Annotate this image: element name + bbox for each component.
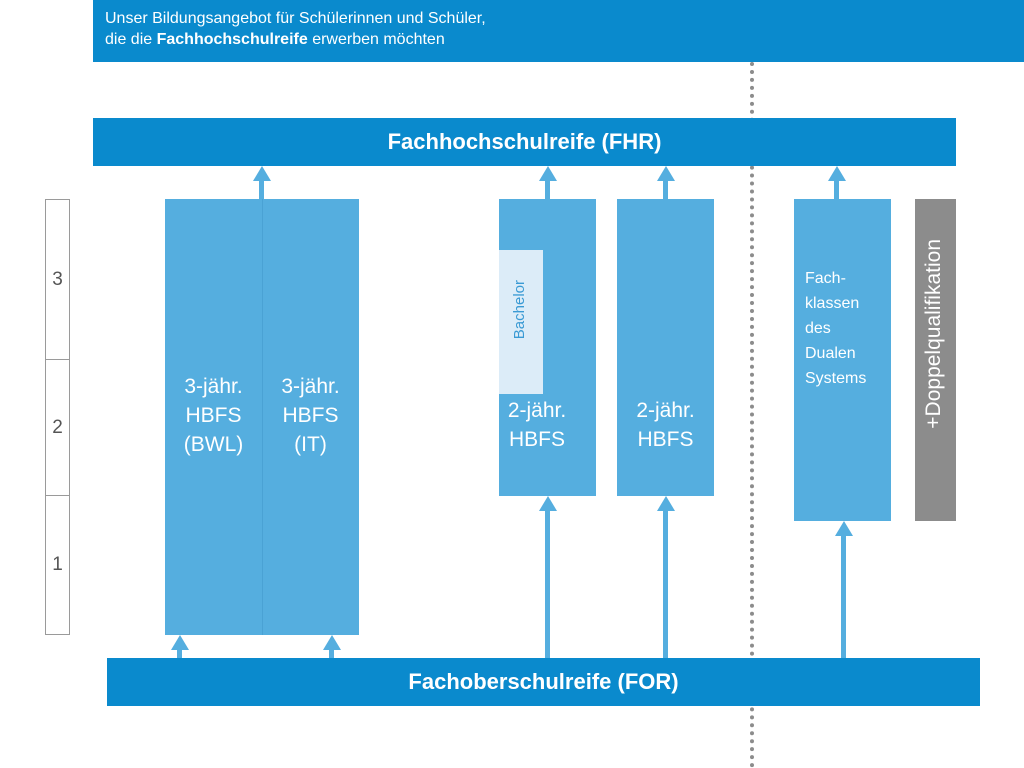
header-line-2-suffix: erwerben möchten <box>307 31 445 48</box>
for-bar-label: Fachoberschulreife (FOR) <box>408 669 679 694</box>
scale-year-1: 1 <box>45 495 70 635</box>
hbfs-it-line2: HBFS <box>282 404 339 427</box>
scale-year-2-label: 2 <box>52 416 63 438</box>
fachklassen-line2: klassen <box>805 295 860 312</box>
bachelor-tag: Bachelor <box>499 250 543 394</box>
header-line-2: die die Fachhochschulreife erwerben möch… <box>105 29 1024 50</box>
box-separator <box>262 199 263 635</box>
scale-year-3-label: 3 <box>52 268 63 290</box>
arrow-bachelor-to-fhr <box>539 166 557 199</box>
fachklassen-line5: Systems <box>805 370 867 387</box>
fachklassen-line4: Dualen <box>805 345 856 362</box>
arrow-for-to-hbfs2 <box>657 496 675 658</box>
scale-year-1-label: 1 <box>52 554 63 575</box>
fachklassen-text: Fach- klassen des Dualen Systems <box>805 266 866 391</box>
for-bar: Fachoberschulreife (FOR) <box>107 658 980 706</box>
hbfs-it-line1: 3-jähr. <box>281 375 340 398</box>
hbfs-2-line2: HBFS <box>637 428 694 451</box>
fhr-bar-label: Fachhochschulreife (FHR) <box>387 129 662 154</box>
header-line-1: Unser Bildungsangebot für Schülerinnen u… <box>105 10 486 27</box>
fhr-bar: Fachhochschulreife (FHR) <box>93 118 956 166</box>
box-hbfs-bwl: 3-jähr. HBFS (BWL) <box>165 199 262 635</box>
fachklassen-line1: Fach- <box>805 270 846 287</box>
box-fachklassen: Fach- klassen des Dualen Systems <box>794 199 891 521</box>
hbfs-2-line1: 2-jähr. <box>636 399 695 422</box>
hbfs-bwl-line3: (BWL) <box>183 433 244 456</box>
arrow-for-to-bwl <box>171 635 189 658</box>
arrow-hbfs2-to-fhr <box>657 166 675 199</box>
scale-year-2: 2 <box>45 359 70 496</box>
header-line-2-bold: Fachhochschulreife <box>156 31 308 48</box>
bachelor-tag-label: Bachelor <box>511 280 528 340</box>
hbfs-it-line3: (IT) <box>294 433 327 456</box>
page-header: Unser Bildungsangebot für Schülerinnen u… <box>93 0 1024 62</box>
doppel-label: +Doppelqualifikation <box>922 239 945 429</box>
hbfs-bwl-line1: 3-jähr. <box>184 375 243 398</box>
fachklassen-line3: des <box>805 320 831 337</box>
box-hbfs-it: 3-jähr. HBFS (IT) <box>262 199 359 635</box>
arrow-for-to-it <box>323 635 341 658</box>
hbfs-bachelor-line2: HBFS <box>508 428 565 451</box>
arrow-bwl-it-to-fhr <box>253 166 271 199</box>
scale-year-3: 3 <box>45 199 70 360</box>
arrow-for-to-fachklassen <box>835 521 853 658</box>
dotted-divider <box>750 62 754 768</box>
hbfs-bachelor-line1: 2-jähr. <box>507 399 567 422</box>
header-line-2-prefix: die die <box>105 31 157 48</box>
arrow-for-to-bachelor <box>539 496 557 658</box>
hbfs-bwl-line2: HBFS <box>185 404 242 427</box>
arrow-fachklassen-to-fhr <box>828 166 846 199</box>
box-doppelqualifikation: +Doppelqualifikation <box>915 199 956 521</box>
box-hbfs-bachelor: Bachelor 2-jähr. HBFS <box>499 199 596 496</box>
box-hbfs-2: 2-jähr. HBFS <box>617 199 714 496</box>
